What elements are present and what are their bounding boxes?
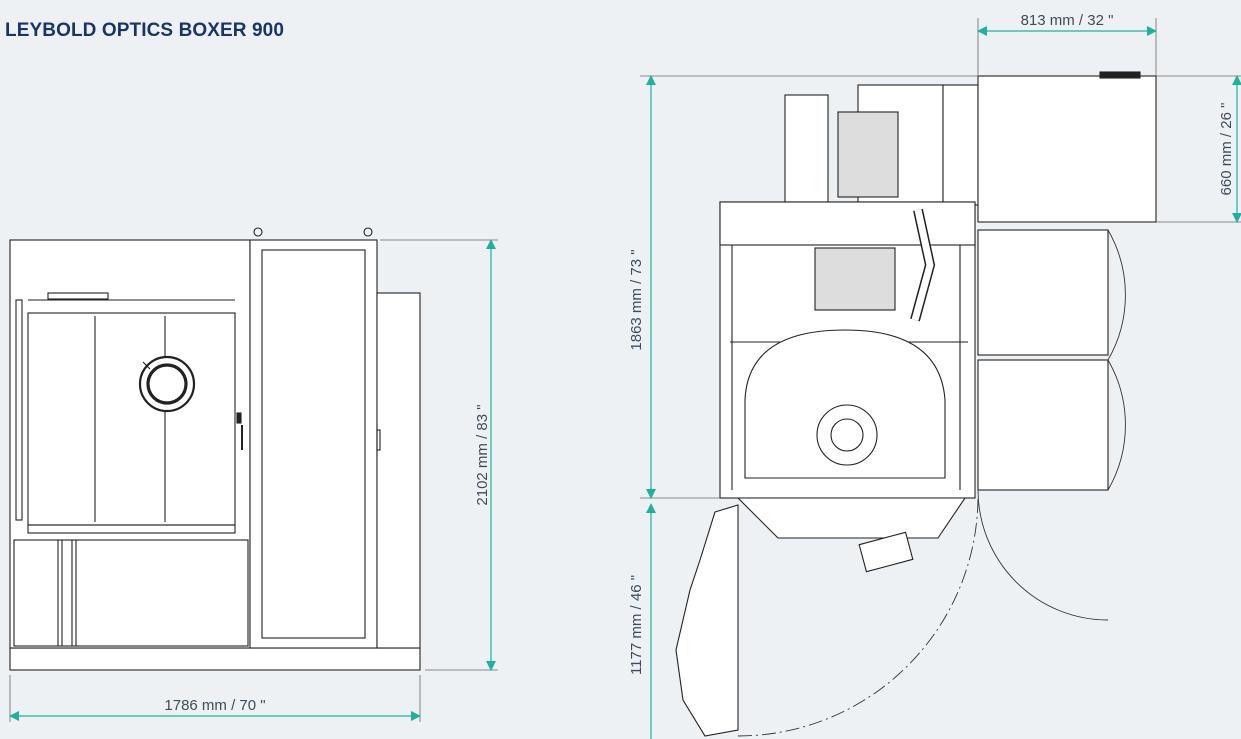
top-view	[675, 71, 1157, 737]
dim-cabinet-width-text: 813 mm / 32 "	[1021, 12, 1114, 29]
page-title: LEYBOLD OPTICS BOXER 900	[5, 20, 285, 41]
dim-cabinet-depth-text: 660 mm / 26 "	[1218, 103, 1235, 196]
dimension-lines	[9, 18, 1241, 739]
dim-height-front-text: 2102 mm / 83 "	[474, 404, 491, 505]
dim-width-front-text: 1786 mm / 70 "	[164, 697, 265, 714]
front-view	[9, 227, 421, 671]
door-swing-arcs	[737, 229, 1126, 737]
dim-door-swing-text: 1177 mm / 46 "	[628, 575, 645, 675]
dim-depth-top-text: 1863 mm / 73 "	[628, 249, 645, 350]
